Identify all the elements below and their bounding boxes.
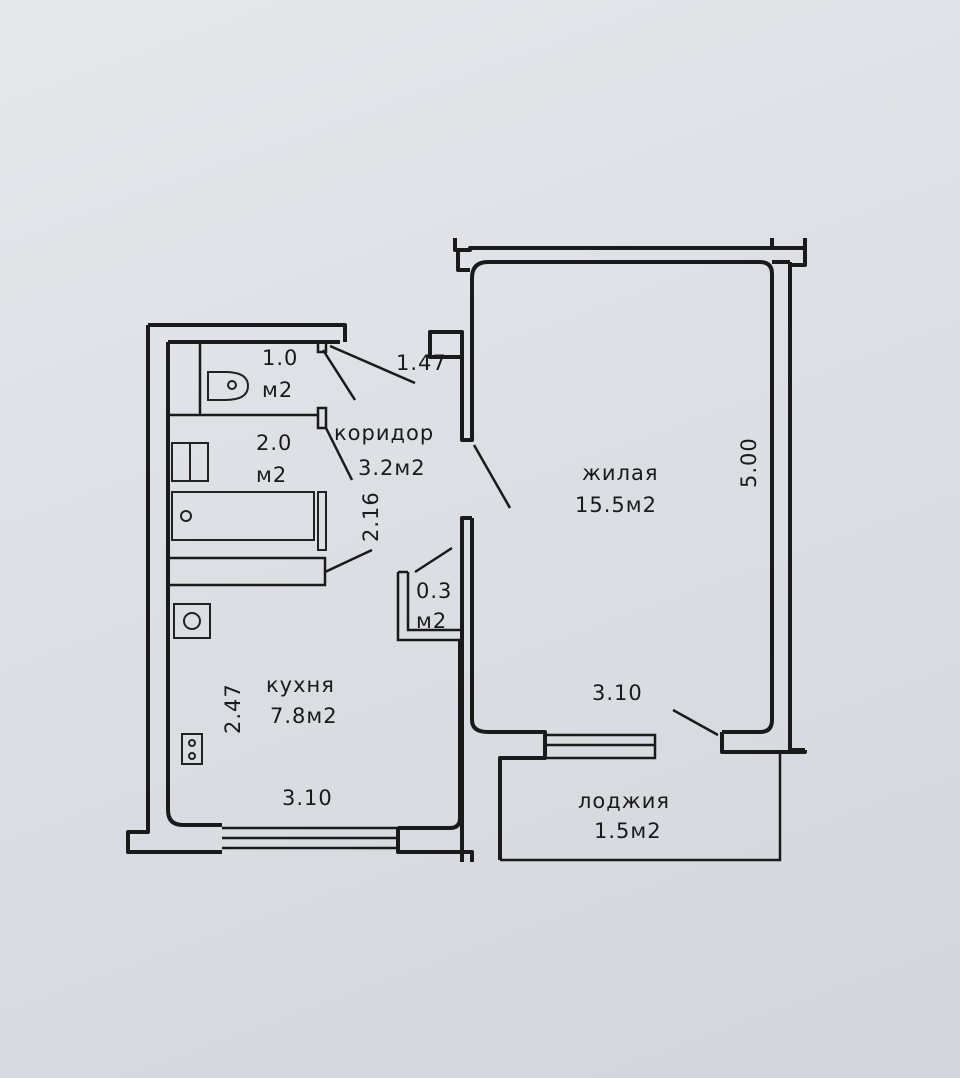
- room-labels: 1.0 м2 2.0 м2 коридор 3.2м2 жилая 15.5м2…: [256, 346, 670, 843]
- dim-corridor-width: 1.47: [396, 351, 447, 375]
- closet-area-unit: м2: [416, 609, 447, 633]
- dim-living-length: 5.00: [737, 437, 761, 488]
- bath-area: 2.0: [256, 431, 292, 455]
- wc-area: 1.0: [262, 346, 298, 370]
- bath-area-unit: м2: [256, 463, 287, 487]
- dim-kitchen-width: 3.10: [282, 786, 333, 810]
- loggia-name: лоджия: [578, 789, 670, 813]
- closet-area: 0.3: [416, 579, 452, 603]
- loggia-area: 1.5м2: [594, 819, 662, 843]
- dim-bath-width: 2.16: [359, 491, 383, 542]
- living-room-walls: [428, 238, 807, 862]
- corridor-area: 3.2м2: [358, 456, 426, 480]
- sink-icon: [171, 442, 209, 482]
- living-area: 15.5м2: [575, 493, 657, 517]
- door-swings: [321, 344, 719, 737]
- dimension-labels: 1.47 2.16 5.00 3.10 2.47 3.10: [221, 351, 761, 810]
- kitchen-name: кухня: [266, 673, 335, 697]
- living-name: жилая: [582, 461, 659, 485]
- bathtub-icon: [171, 491, 327, 551]
- kitchen-sink-icon: [173, 603, 211, 639]
- stove-icon: [181, 733, 203, 765]
- closet-walls: [396, 570, 460, 642]
- dim-kitchen-length: 2.47: [221, 683, 245, 734]
- toilet-icon: [207, 371, 250, 401]
- wc-area-unit: м2: [262, 378, 293, 402]
- dim-living-width: 3.10: [592, 681, 643, 705]
- corridor-name: коридор: [334, 421, 434, 445]
- fixtures: [171, 371, 327, 765]
- kitchen-area: 7.8м2: [270, 704, 338, 728]
